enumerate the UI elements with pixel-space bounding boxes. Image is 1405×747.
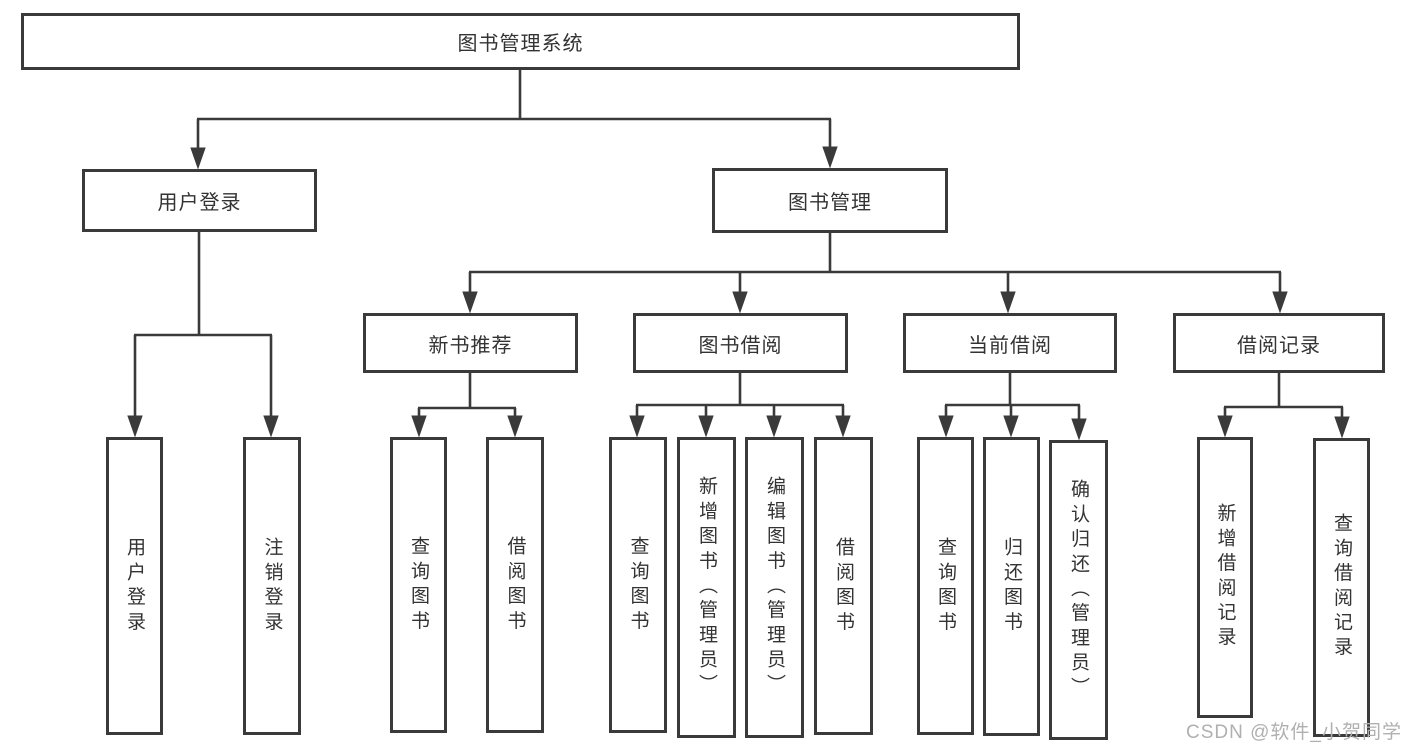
node-user-login-group: 用户登录 — [82, 169, 317, 232]
node-book-management: 图书管理 — [712, 168, 948, 233]
arrowhead-icon — [263, 415, 279, 438]
node-return-books: 归还图书 — [983, 437, 1040, 736]
arrowhead-icon — [1334, 416, 1350, 439]
node-recommend-query-books: 查询图书 — [390, 437, 447, 733]
node-borrowing-records: 借阅记录 — [1173, 313, 1385, 373]
arrowhead-icon — [1217, 415, 1233, 438]
arrowhead-icon — [127, 415, 143, 438]
arrowhead-icon — [462, 291, 478, 314]
arrowhead-icon — [835, 415, 851, 438]
node-user-login: 用户登录 — [106, 437, 163, 735]
arrowhead-icon — [507, 415, 523, 438]
node-library-management-system: 图书管理系统 — [21, 13, 1020, 70]
node-current-query-books: 查询图书 — [917, 437, 974, 735]
arrowhead-icon — [629, 415, 645, 438]
node-current-borrowing: 当前借阅 — [903, 313, 1117, 373]
arrowhead-icon — [822, 146, 838, 169]
arrowhead-icon — [732, 291, 748, 314]
node-new-book-recommend: 新书推荐 — [363, 313, 578, 373]
node-add-borrow-record: 新增借阅记录 — [1197, 437, 1253, 718]
node-add-books-admin: 新增图书（管理员） — [677, 437, 736, 738]
node-recommend-borrow-books: 借阅图书 — [486, 437, 544, 733]
arrowhead-icon — [938, 415, 954, 438]
arrowhead-icon — [1272, 291, 1288, 314]
arrowhead-icon — [190, 147, 206, 170]
node-borrow-books: 借阅图书 — [814, 437, 873, 735]
node-query-borrow-record: 查询借阅记录 — [1313, 438, 1370, 737]
node-confirm-return-admin: 确认归还（管理员） — [1049, 440, 1108, 740]
arrowhead-icon — [1071, 418, 1087, 441]
arrowhead-group — [127, 146, 1350, 441]
node-edit-books-admin: 编辑图书（管理员） — [745, 437, 804, 738]
arrowhead-icon — [698, 415, 714, 438]
arrowhead-icon — [411, 415, 427, 438]
arrowhead-icon — [1003, 415, 1019, 438]
node-logout: 注销登录 — [243, 437, 301, 735]
arrowhead-icon — [766, 415, 782, 438]
arrowhead-icon — [1000, 291, 1016, 314]
node-book-borrowing: 图书借阅 — [633, 313, 848, 373]
node-borrowing-query-books: 查询图书 — [609, 437, 667, 733]
csdn-watermark: CSDN @软件_小贺同学 — [1186, 722, 1402, 743]
